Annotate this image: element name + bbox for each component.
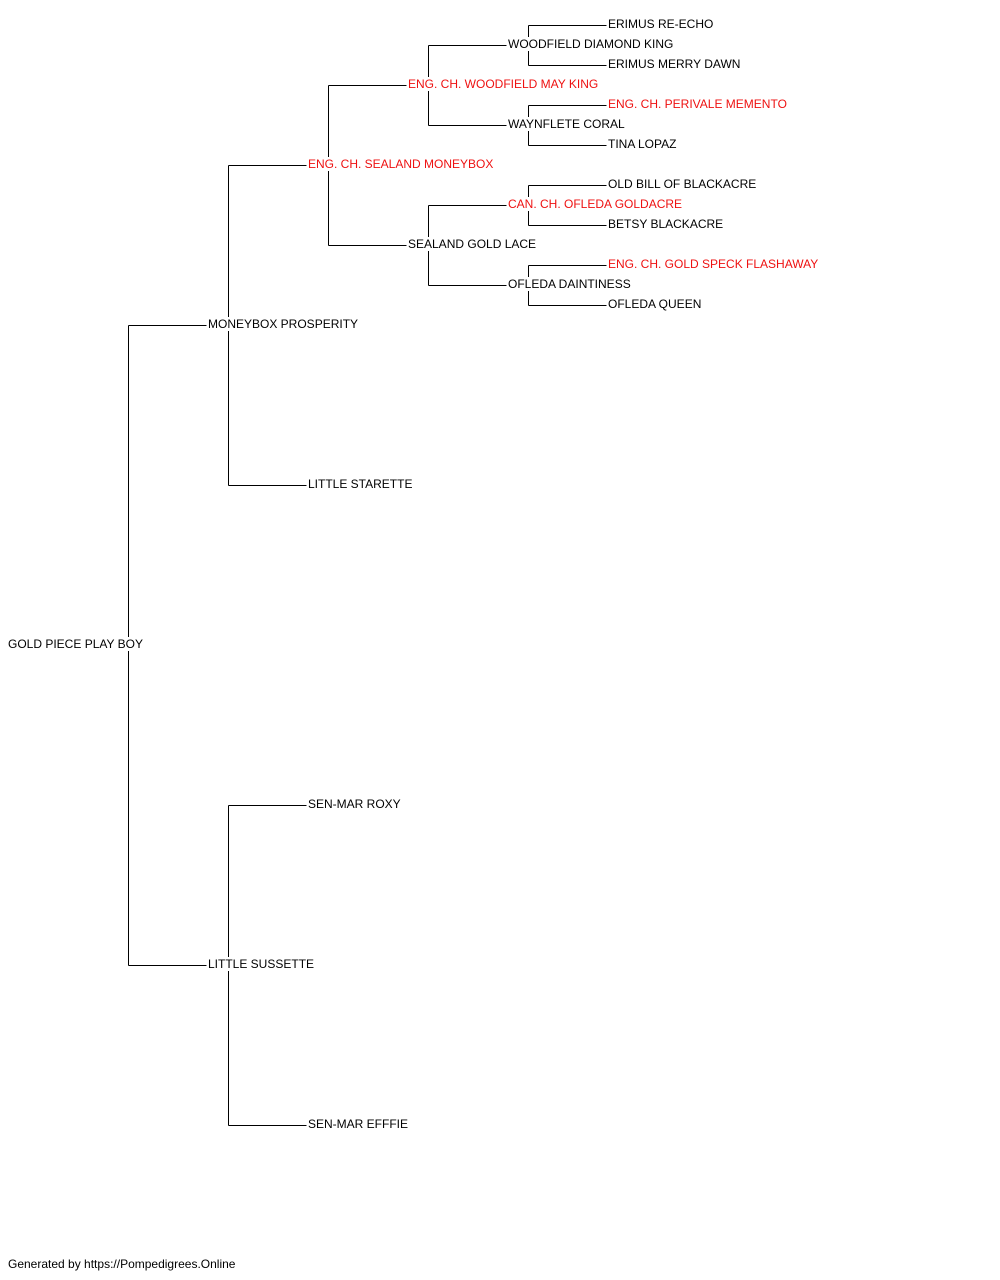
dam-node-ofleda-queen: OFLEDA QUEEN: [608, 297, 704, 311]
sire-node-can-ch-ofleda-goldacre: CAN. CH. OFLEDA GOLDACRE: [508, 197, 685, 211]
dam-node-waynflete-coral: WAYNFLETE CORAL: [508, 117, 627, 131]
sire-node-eng-ch-sealand-moneybox: ENG. CH. SEALAND MONEYBOX: [308, 157, 496, 171]
sire-node-sen-mar-roxy: SEN-MAR ROXY: [308, 797, 403, 811]
sire-node-eng-ch-gold-speck-flashaway: ENG. CH. GOLD SPECK FLASHAWAY: [608, 257, 821, 271]
dam-node-tina-lopaz: TINA LOPAZ: [608, 137, 679, 151]
sire-node-moneybox-prosperity: MONEYBOX PROSPERITY: [208, 317, 361, 331]
sire-node-erimus-re-echo: ERIMUS RE-ECHO: [608, 17, 716, 31]
sire-node-eng-ch-perivale-memento: ENG. CH. PERIVALE MEMENTO: [608, 97, 789, 111]
dam-node-ofleda-daintiness: OFLEDA DAINTINESS: [508, 277, 633, 291]
footer-credit: Generated by https://Pompedigrees.Online: [8, 1257, 236, 1271]
sire-node-eng-ch-woodfield-may-king: ENG. CH. WOODFIELD MAY KING: [408, 77, 601, 91]
sire-node-woodfield-diamond-king: WOODFIELD DIAMOND KING: [508, 37, 676, 51]
dam-node-sealand-gold-lace: SEALAND GOLD LACE: [408, 237, 539, 251]
dam-node-little-starette: LITTLE STARETTE: [308, 477, 415, 491]
dam-node-sen-mar-efffie: SEN-MAR EFFFIE: [308, 1117, 411, 1131]
dam-node-little-sussette: LITTLE SUSSETTE: [208, 957, 317, 971]
dam-node-erimus-merry-dawn: ERIMUS MERRY DAWN: [608, 57, 743, 71]
subject-node-gold-piece-play-boy: GOLD PIECE PLAY BOY: [8, 637, 145, 651]
dam-node-betsy-blackacre: BETSY BLACKACRE: [608, 217, 726, 231]
sire-node-old-bill-of-blackacre: OLD BILL OF BLACKACRE: [608, 177, 759, 191]
